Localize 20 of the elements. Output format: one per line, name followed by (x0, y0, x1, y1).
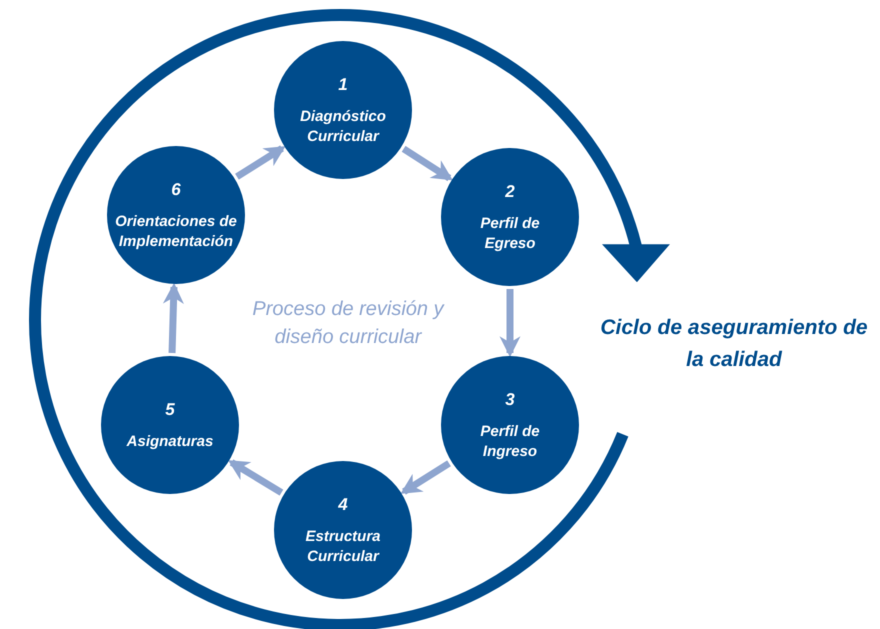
center-label: Proceso de revisión y diseño curricular (251, 297, 446, 350)
step-number: 4 (338, 494, 348, 516)
arrow (402, 146, 453, 182)
step-number: 6 (171, 178, 181, 200)
step-number: 1 (338, 74, 348, 96)
step-number: 2 (505, 180, 515, 202)
step-number: 3 (505, 388, 515, 410)
arrow (235, 145, 286, 180)
step-title: Estructura Curricular (304, 527, 382, 566)
step-title: Perfil de Egreso (479, 214, 541, 254)
arrow (228, 459, 284, 496)
cycle-label: Ciclo de aseguramiento de la calidad (599, 315, 869, 372)
step-number: 5 (165, 398, 175, 420)
step-title: Perfil de Ingreso (479, 422, 541, 462)
arrow (162, 282, 184, 354)
step-title: Asignaturas (126, 432, 214, 452)
step-title: Orientaciones de Implementación (115, 212, 237, 252)
step-title: Diagnóstico Curricular (299, 107, 387, 146)
arrow (500, 289, 520, 358)
arrow (400, 460, 451, 495)
